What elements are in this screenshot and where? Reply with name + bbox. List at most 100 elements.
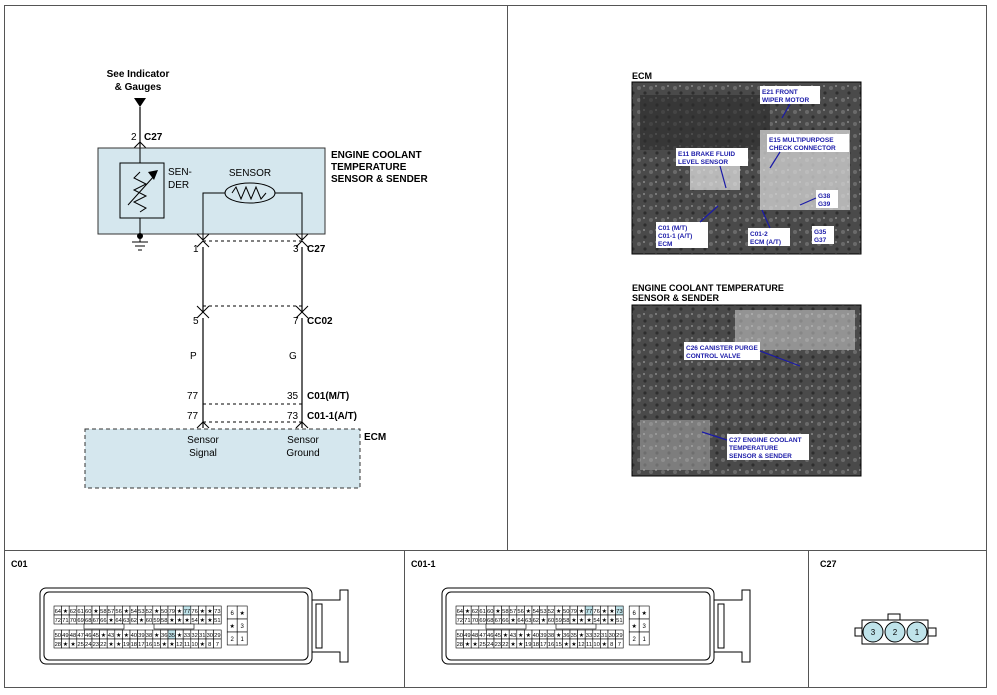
connector-pin-number: 47 [479,633,485,639]
connector-pin-number: ★ [169,617,174,624]
callout-label: ECM [658,241,672,248]
connector-pin-number: 70 [472,618,478,624]
connector-pin-number: 60 [548,618,554,624]
callout-bg [760,86,820,104]
connector-pin-number: 79 [169,609,175,615]
connector-pin-number: 67 [93,618,99,624]
connector-pin-number: 64 [517,618,524,624]
connector-pin-number: 19 [123,642,129,648]
c27-pin-number: 3 [871,628,876,637]
connector-pin-number: 60 [85,609,91,615]
callout-label: E21 FRONT [762,89,798,96]
connector-pin-number: 8 [208,642,211,648]
photo-title-coolant-2: SENSOR & SENDER [632,293,720,303]
connector-pin-number: ★ [571,641,576,648]
connector-pin-number: ★ [184,617,189,624]
connector-pin-number: 48 [472,633,478,639]
connector-pin-number: 54 [533,609,540,615]
connector-pin-number: 28 [457,642,463,648]
connector-pin-number: 56 [517,609,523,615]
pin-label: 77 [187,411,199,422]
callout-label: G38 [818,193,831,200]
connector-pin-number: 50 [161,609,167,615]
connector-pin-cell [638,631,650,646]
connector-pin-number: 25 [479,642,485,648]
pin-label: 3 [293,244,299,255]
callout-pointer [701,431,728,441]
c27-pin [884,621,906,643]
callout-label: G37 [814,237,827,244]
connector-pin-number: 29 [214,633,220,639]
photo-panel: ECM E21 FRONT WIPER MOTOR E15 MULTIPURPO… [631,71,862,477]
connector-chevron-icon [196,311,210,319]
connector-latch [887,613,901,621]
connector-pin-number: ★ [541,617,546,624]
connector-pin-number: ★ [526,608,531,615]
connector-pin-number: ★ [70,641,75,648]
connector-pin-number: ★ [116,632,121,639]
callout-label: LEVEL SENSOR [678,159,728,166]
connector-pin-number: ★ [556,632,561,639]
connector-pin-number: 52 [548,609,554,615]
connector-latch-slot [717,603,725,649]
connector-pin-number: ★ [518,641,523,648]
connector-pin-number: 38 [548,633,554,639]
connector-pin-number: 71 [62,618,68,624]
connector-pin-number: 59 [555,618,561,624]
callout-pointer [719,165,727,189]
callout-pointer [761,209,771,229]
connector-pin-number: ★ [63,641,68,648]
connector-pin-cell [615,614,624,625]
connector-title-c01: C01 [11,559,28,569]
connector-pin-number: 18 [131,642,137,648]
connector-pin-number: ★ [465,641,470,648]
connector-pin-number: ★ [200,641,205,648]
c27-pin-number: 1 [915,628,920,637]
connector-pin-number: ★ [154,632,159,639]
connector-pin-number: 60 [487,609,493,615]
callout-label: WIPER MOTOR [762,97,809,104]
callout-bg [727,434,809,460]
sender-resistor-icon [132,171,148,213]
connector-pin-number: 39 [540,633,546,639]
photo-shade [640,95,770,150]
connector-pin-number: ★ [556,608,561,615]
connector-pin-number: 3 [643,624,647,630]
connector-chevron-icon [295,233,309,241]
ecm-callouts: E21 FRONT WIPER MOTOR E15 MULTIPURPOSE C… [656,86,849,248]
component-title-2: TEMPERATURE [331,162,407,173]
connector-pin-number: 6 [633,611,637,617]
connector-pin-number: ★ [495,608,500,615]
connector-pin-number: ★ [177,617,182,624]
connector-pin-number: 68 [487,618,493,624]
connector-ear [927,627,937,637]
connector-pin-number: 73 [214,609,220,615]
connector-pin-number: 67 [495,618,501,624]
component-box [97,147,326,235]
thermistor-zigzag [231,185,267,201]
connector-pin-number: 72 [457,618,463,624]
connector-pin-number: 17 [138,642,144,648]
sender-label: SEN- [168,167,192,178]
callout-bg [767,134,849,152]
connector-pin-number: ★ [465,608,470,615]
connector-pin-number: 49 [464,633,470,639]
connector-pin-number: 68 [85,618,91,624]
callout-pointer [759,350,801,367]
connector-pin-number: 31 [601,633,607,639]
connector-pin-number: 43 [510,633,516,639]
connector-pin-number: 15 [153,642,159,648]
connector-pin-number: 57 [108,609,114,615]
connector-pin-number: ★ [116,641,121,648]
connector-pin-number: 31 [199,633,205,639]
connector-pin-number: 15 [555,642,561,648]
callout-pointer [769,151,781,169]
callout-bg [816,190,838,208]
indicator-label: See Indicator [107,69,170,80]
connector-pin-number: 62 [472,609,478,615]
connector-pin-number: 58 [502,609,508,615]
connector-pin-number: ★ [240,610,245,617]
connector-pin-number: 32 [593,633,599,639]
c27-pin [862,621,884,643]
